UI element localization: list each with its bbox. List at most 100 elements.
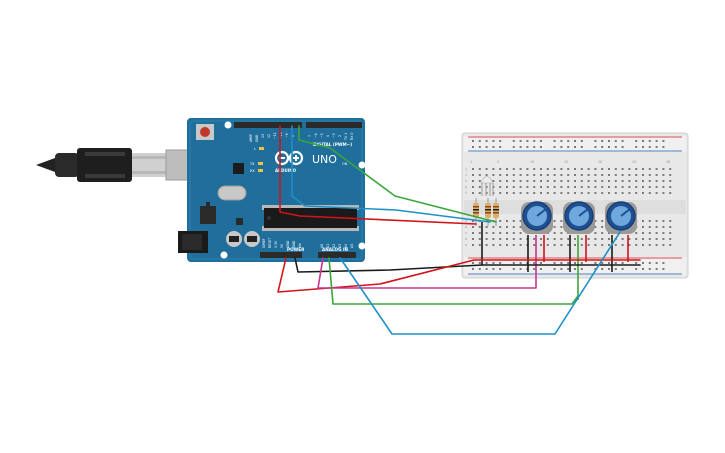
breadboard-hole[interactable] <box>642 268 644 270</box>
breadboard-hole[interactable] <box>608 192 610 194</box>
breadboard-hole[interactable] <box>546 244 549 246</box>
wire-green-d10[interactable] <box>298 125 497 223</box>
breadboard-hole[interactable] <box>580 140 583 142</box>
breadboard-hole[interactable] <box>669 192 672 194</box>
breadboard-hole[interactable] <box>594 262 597 264</box>
breadboard-hole[interactable] <box>540 186 542 188</box>
breadboard-hole[interactable] <box>553 220 556 222</box>
breadboard-hole[interactable] <box>540 174 542 176</box>
breadboard-hole[interactable] <box>614 244 617 246</box>
breadboard-hole[interactable] <box>560 238 563 240</box>
breadboard-hole[interactable] <box>601 244 604 246</box>
breadboard-hole[interactable] <box>648 226 651 228</box>
breadboard-hole[interactable] <box>519 232 522 234</box>
breadboard-hole[interactable] <box>642 232 644 234</box>
breadboard-hole[interactable] <box>478 146 481 148</box>
breadboard-hole[interactable] <box>642 192 644 194</box>
breadboard-hole[interactable] <box>608 168 610 170</box>
breadboard-hole[interactable] <box>567 244 570 246</box>
breadboard-hole[interactable] <box>478 168 481 170</box>
breadboard-hole[interactable] <box>499 180 502 182</box>
rgb-led[interactable] <box>480 176 494 197</box>
resistor-3[interactable] <box>493 198 499 226</box>
breadboard-hole[interactable] <box>553 192 556 194</box>
breadboard-hole[interactable] <box>601 186 604 188</box>
breadboard-hole[interactable] <box>533 140 536 142</box>
breadboard-hole[interactable] <box>560 220 563 222</box>
breadboard-hole[interactable] <box>519 262 522 264</box>
breadboard-hole[interactable] <box>485 238 488 240</box>
breadboard-hole[interactable] <box>662 140 665 142</box>
breadboard-hole[interactable] <box>519 220 522 222</box>
breadboard-hole[interactable] <box>492 232 495 234</box>
breadboard-hole[interactable] <box>635 268 638 270</box>
breadboard-hole[interactable] <box>594 140 597 142</box>
breadboard-hole[interactable] <box>540 192 542 194</box>
breadboard-hole[interactable] <box>485 268 488 270</box>
breadboard-hole[interactable] <box>662 220 665 222</box>
breadboard-hole[interactable] <box>560 268 563 270</box>
breadboard-hole[interactable] <box>512 226 515 228</box>
usb-cable[interactable] <box>36 148 193 182</box>
breadboard-hole[interactable] <box>601 174 604 176</box>
breadboard-hole[interactable] <box>648 174 651 176</box>
breadboard-hole[interactable] <box>594 244 597 246</box>
breadboard-hole[interactable] <box>635 186 638 188</box>
breadboard-hole[interactable] <box>580 180 583 182</box>
breadboard-hole[interactable] <box>499 238 502 240</box>
breadboard-hole[interactable] <box>635 238 638 240</box>
breadboard-hole[interactable] <box>608 180 610 182</box>
breadboard-hole[interactable] <box>594 168 597 170</box>
breadboard-hole[interactable] <box>512 244 515 246</box>
breadboard-hole[interactable] <box>669 180 672 182</box>
breadboard-hole[interactable] <box>635 192 638 194</box>
breadboard-hole[interactable] <box>499 268 502 270</box>
breadboard-hole[interactable] <box>608 244 610 246</box>
breadboard-hole[interactable] <box>662 238 665 240</box>
breadboard-hole[interactable] <box>533 146 536 148</box>
breadboard-hole[interactable] <box>526 192 529 194</box>
breadboard-hole[interactable] <box>485 232 488 234</box>
breadboard-hole[interactable] <box>580 146 583 148</box>
breadboard-hole[interactable] <box>472 192 474 194</box>
breadboard-hole[interactable] <box>662 180 665 182</box>
breadboard-hole[interactable] <box>567 192 570 194</box>
breadboard-hole[interactable] <box>560 140 563 142</box>
breadboard-hole[interactable] <box>669 226 672 228</box>
breadboard-hole[interactable] <box>601 168 604 170</box>
breadboard-hole[interactable] <box>546 174 549 176</box>
wire-black-gnd[interactable] <box>294 257 483 273</box>
breadboard-hole[interactable] <box>574 174 576 176</box>
breadboard-hole[interactable] <box>642 146 644 148</box>
breadboard-hole[interactable] <box>519 168 522 170</box>
breadboard-hole[interactable] <box>614 140 617 142</box>
breadboard-hole[interactable] <box>519 192 522 194</box>
breadboard-hole[interactable] <box>601 238 604 240</box>
breadboard-hole[interactable] <box>621 238 624 240</box>
breadboard-hole[interactable] <box>492 168 495 170</box>
breadboard-hole[interactable] <box>560 232 563 234</box>
breadboard-hole[interactable] <box>546 180 549 182</box>
breadboard-hole[interactable] <box>621 244 624 246</box>
breadboard-hole[interactable] <box>601 180 604 182</box>
breadboard-hole[interactable] <box>485 146 488 148</box>
breadboard-hole[interactable] <box>621 174 624 176</box>
breadboard-hole[interactable] <box>560 168 563 170</box>
breadboard-hole[interactable] <box>642 174 644 176</box>
breadboard-hole[interactable] <box>478 262 481 264</box>
breadboard-hole[interactable] <box>533 238 536 240</box>
wire-green-a1[interactable] <box>328 257 579 305</box>
breadboard-hole[interactable] <box>546 168 549 170</box>
breadboard-hole[interactable] <box>614 146 617 148</box>
breadboard-hole[interactable] <box>655 192 658 194</box>
breadboard-hole[interactable] <box>553 168 556 170</box>
breadboard-hole[interactable] <box>519 174 522 176</box>
breadboard-hole[interactable] <box>662 186 665 188</box>
wire-red-5v[interactable] <box>277 257 641 293</box>
breadboard-hole[interactable] <box>560 244 563 246</box>
arduino-uno-board[interactable]: AREF GND 13 12 ~11 ~10 ~9 8 7 ~6 ~5 4 ~3… <box>178 118 366 262</box>
breadboard-hole[interactable] <box>478 192 481 194</box>
breadboard-hole[interactable] <box>594 238 597 240</box>
breadboard-hole[interactable] <box>642 238 644 240</box>
